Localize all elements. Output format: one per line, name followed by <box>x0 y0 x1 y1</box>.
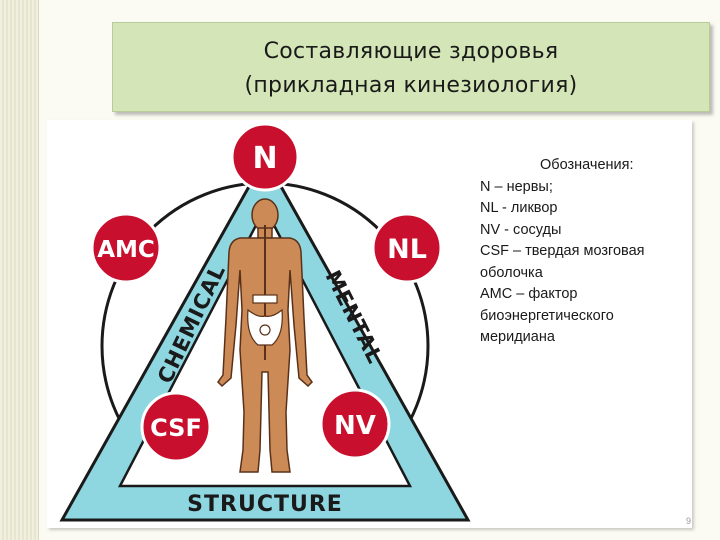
side-stripe <box>0 0 39 540</box>
legend-line: меридиана <box>480 329 555 345</box>
legend-line: оболочка <box>480 264 543 281</box>
node-amc-circle <box>90 212 162 284</box>
node-nv-label: NV <box>334 411 376 441</box>
title-line-2: (прикладная кинезиология) <box>244 73 578 98</box>
legend-line: AMC – фактор <box>480 286 578 302</box>
legend-line: NL - ликвор <box>480 200 558 216</box>
page-number: 9 <box>686 516 692 526</box>
node-nl-circle <box>371 212 443 284</box>
node-amc: AMC <box>90 212 162 284</box>
title-line-1: Составляющие здоровья <box>263 39 559 64</box>
legend-line: N – нервы; <box>480 178 553 195</box>
node-csf: CSF <box>140 391 212 463</box>
node-csf-label: CSF <box>150 414 202 442</box>
figure-vertebra <box>252 294 278 304</box>
node-nv: NV <box>319 388 391 460</box>
figure-sacrum <box>259 324 271 336</box>
node-amc-label: AMC <box>97 237 155 263</box>
legend-line: NV - сосуды <box>480 221 562 238</box>
title-box: Составляющие здоровья (прикладная кинези… <box>112 22 710 112</box>
node-nl-label: NL <box>387 234 427 265</box>
legend: Обозначения: N – нервы; NL - ликвор NV -… <box>480 155 700 349</box>
legend-line: CSF – твердая мозговая <box>480 243 645 259</box>
legend-line: биоэнергетического <box>480 307 614 324</box>
node-n-label: N <box>252 141 277 176</box>
figure-pelvis <box>247 308 283 346</box>
node-nl: NL <box>371 212 443 284</box>
side-label-bottom: STRUCTURE <box>187 492 343 517</box>
node-n: N <box>230 122 300 192</box>
human-figure <box>217 198 313 473</box>
legend-title: Обозначения: <box>540 157 634 173</box>
health-triangle-diagram: CHEMICAL MENTAL STRUCTURE N AMC NL CSF N… <box>59 122 471 522</box>
node-nv-circle <box>319 388 391 460</box>
node-csf-circle <box>140 391 212 463</box>
node-n-circle <box>230 122 300 192</box>
